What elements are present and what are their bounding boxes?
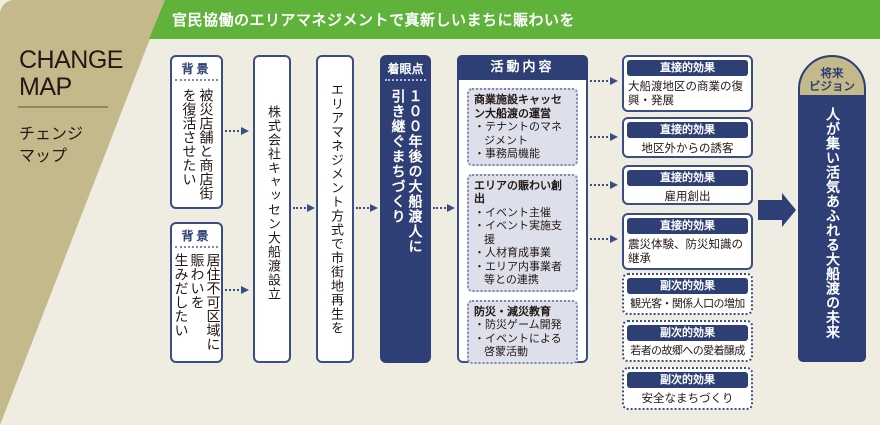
- background-text: 被災店舗と商店街 を復活させたい: [180, 88, 214, 200]
- arrow: [225, 127, 249, 135]
- secondary-effect-box: 副次的効果若者の故郷への愛着醸成: [622, 320, 753, 362]
- activity-group: エリアの賑わい創出 ・イベント主催 ・イベント実施支援 ・人材育成事業 ・エリア…: [467, 173, 578, 292]
- arrow: [356, 204, 378, 212]
- effect-type: 直接的効果: [627, 218, 748, 234]
- vision-text: 人が集い活気あふれる大船渡の未来: [824, 107, 840, 339]
- background-box-1: 背景 被災店舗と商店街 を復活させたい: [170, 55, 223, 209]
- big-arrow-shaft: [758, 200, 783, 220]
- method-box: エリアマネジメント方式で市街地再生を: [316, 55, 354, 363]
- background-header: 背景: [175, 224, 218, 248]
- effect-text: 安全なまちづくり: [641, 391, 734, 405]
- effect-type: 直接的効果: [627, 122, 748, 138]
- activity-item: ・人材育成事業: [474, 246, 551, 259]
- effect-type: 副次的効果: [627, 325, 748, 341]
- arrow: [433, 204, 455, 212]
- activity-group-title: エリアの賑わい創出: [474, 178, 562, 206]
- activity-group: 防災・減災教育 ・防災ゲーム開発 ・イベントによる 啓蒙活動: [467, 299, 578, 364]
- focus-box: 着眼点 １００年後の大船渡人に 引き継ぐまちづくり: [380, 55, 431, 363]
- activity-groups: 商業施設キャッセン大船渡の運営 ・テナントのマネ ジメント ・事務局機能 エリア…: [467, 88, 578, 364]
- title-ja: チェンジ マップ: [19, 124, 84, 165]
- effect-type: 副次的効果: [627, 278, 748, 294]
- activity-item: ・テナントのマネ ジメント: [474, 120, 562, 147]
- vision-box: 将来 ビジョン 人が集い活気あふれる大船渡の未来: [798, 55, 866, 362]
- big-arrow-icon: [782, 193, 796, 227]
- background-text: 居住不可区域に 賑わいを 生みだしたい: [172, 253, 221, 351]
- activity-group: 商業施設キャッセン大船渡の運営 ・テナントのマネ ジメント ・事務局機能: [467, 88, 578, 166]
- method-text: エリアマネジメント方式で市街地再生を: [328, 83, 343, 335]
- secondary-effect-box: 副次的効果安全なまちづくり: [622, 367, 753, 410]
- effect-text: 観光客・関係人口の増加: [630, 297, 745, 310]
- activity-item: ・イベント実施支援: [474, 219, 562, 246]
- focus-header: 着眼点: [385, 57, 426, 81]
- title-en: CHANGE MAP: [19, 47, 123, 101]
- vision-header: 将来 ビジョン: [800, 57, 864, 97]
- effect-text: 大船渡地区の商業の復興・発展: [628, 79, 743, 107]
- title-divider: [18, 106, 108, 108]
- effect-type: 直接的効果: [627, 60, 748, 76]
- banner-text: 官民協働のエリアマネジメントで真新しいまちに賑わいを: [172, 11, 576, 29]
- arrow: [590, 235, 618, 243]
- effect-box: 直接的効果震災体験、防災知識の継承: [622, 213, 753, 270]
- effect-type: 副次的効果: [627, 372, 748, 388]
- secondary-effect-box: 副次的効果観光客・関係人口の増加: [622, 273, 753, 315]
- arrow: [225, 286, 249, 294]
- arrow: [590, 133, 618, 141]
- activity-group-title: 商業施設キャッセン大船渡の運営: [474, 93, 562, 120]
- company-box: 株式会社キャッセン大船渡設立: [253, 55, 291, 363]
- activity-group-title: 防災・減災教育: [474, 304, 551, 318]
- activity-item: ・イベントによる 啓蒙活動: [474, 331, 562, 359]
- effect-box: 直接的効果地区外からの誘客: [622, 117, 753, 158]
- arrow: [590, 77, 618, 85]
- effect-text: 震災体験、防災知識の継承: [628, 237, 743, 265]
- background-box-2: 背景 居住不可区域に 賑わいを 生みだしたい: [170, 222, 223, 363]
- title-line1: CHANGE: [19, 46, 123, 74]
- activity-item: ・防災ゲーム開発: [474, 318, 562, 331]
- effect-type: 直接的効果: [627, 170, 748, 186]
- arrow: [293, 204, 315, 212]
- arrow: [590, 181, 618, 189]
- activity-item: ・事務局機能: [474, 147, 540, 160]
- focus-text: １００年後の大船渡人に 引き継ぐまちづくり: [389, 89, 423, 254]
- activities-box: 活動内容 商業施設キャッセン大船渡の運営 ・テナントのマネ ジメント ・事務局機…: [457, 55, 588, 364]
- background-header: 背景: [175, 57, 218, 81]
- banner-bar: [149, 0, 880, 39]
- activities-header: 活動内容: [457, 55, 588, 80]
- effect-box: 直接的効果雇用創出: [622, 165, 753, 205]
- company-text: 株式会社キャッセン大船渡設立: [265, 105, 280, 301]
- title-line2: MAP: [19, 73, 72, 101]
- effect-text: 若者の故郷への愛着醸成: [630, 344, 745, 357]
- activity-item: ・イベント主催: [474, 205, 551, 219]
- effect-text: 地区外からの誘客: [641, 141, 734, 155]
- effect-text: 雇用創出: [664, 189, 711, 203]
- effect-box: 直接的効果大船渡地区の商業の復興・発展: [622, 55, 753, 112]
- activity-item: ・エリア内事業者 等との連携: [474, 259, 562, 287]
